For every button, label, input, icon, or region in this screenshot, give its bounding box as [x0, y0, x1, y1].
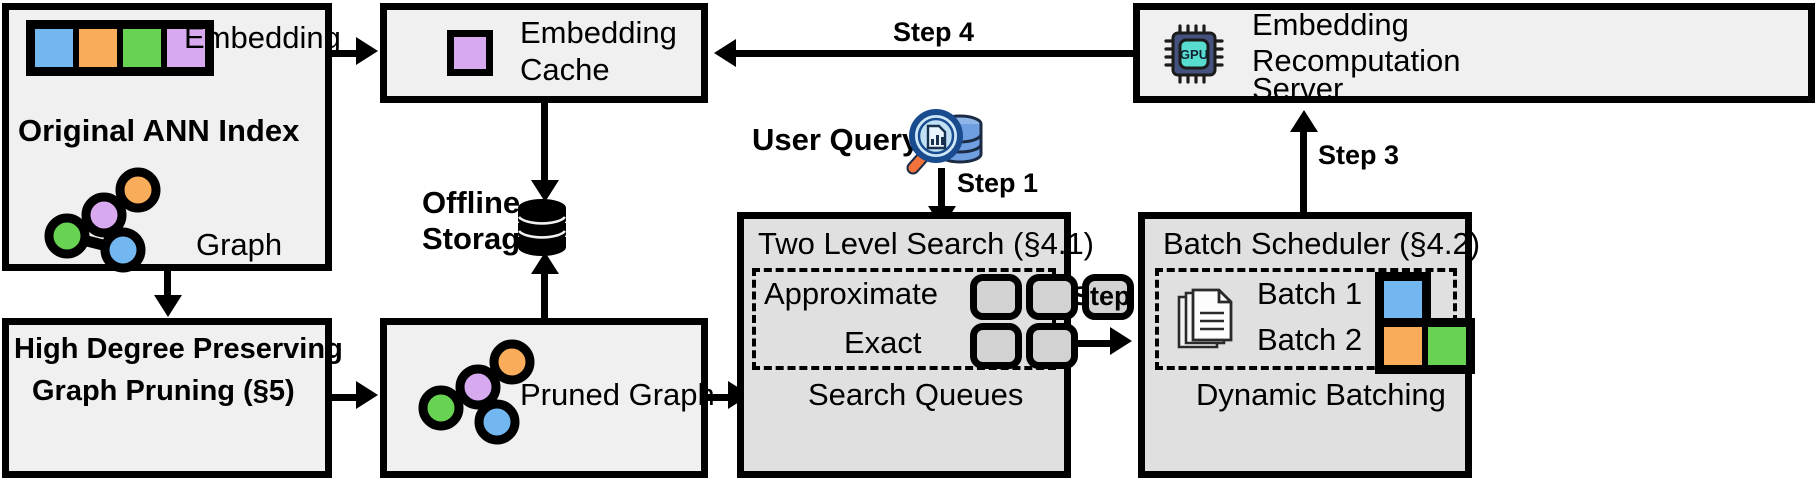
query-database-search-icon [898, 102, 984, 176]
queue-cell[interactable] [970, 323, 1022, 369]
svg-text:GPU: GPU [1180, 47, 1208, 62]
recomputation-server-title-line2: Recomputation [1252, 43, 1461, 78]
embedding-chip-blue [32, 26, 76, 70]
arrow-pruning-to-prunedgraph-head [356, 381, 378, 409]
arrow-prunedgraph-to-storage-head [531, 252, 559, 274]
arrow-step1-line [938, 168, 945, 214]
batch-1-label: Batch 1 [1257, 276, 1363, 311]
batch-chip-blue [1381, 278, 1425, 322]
recomputation-server-box [1133, 3, 1815, 103]
batch-2-label: Batch 2 [1257, 322, 1363, 357]
step1-label: Step 1 [957, 168, 1039, 198]
arrow-step4-line [736, 50, 1133, 57]
original-ann-index-title: Original ANN Index [18, 113, 300, 148]
offline-storage-label-line1: Offline [422, 185, 521, 220]
arrow-index-to-pruning-head [154, 295, 182, 317]
batch-2-chips [1375, 318, 1475, 374]
arrow-step3-line [1300, 130, 1307, 212]
approximate-queue-row [970, 274, 1134, 320]
approximate-row-label: Approximate [764, 276, 939, 311]
recomputation-server-title-line3: Server [1252, 71, 1344, 106]
exact-row-label: Exact [844, 325, 922, 360]
arrow-index-to-cache-head [356, 37, 378, 65]
arrow-cache-to-storage-line [541, 103, 548, 188]
arrow-step2-head [1110, 327, 1132, 355]
embedding-chip-green [120, 26, 164, 70]
embedding-cache-title-line2: Cache [520, 52, 610, 87]
batch-chip-orange [1381, 324, 1425, 368]
pruned-graph-label: Pruned Graph [520, 377, 715, 412]
queue-cell[interactable] [1026, 274, 1078, 320]
embedding-cache-chip [447, 30, 493, 76]
embedding-label: Embedding [184, 20, 341, 55]
arrow-cache-to-storage-head [531, 180, 559, 202]
arrow-pruning-to-prunedgraph-line [332, 394, 362, 401]
arrow-step4-head [714, 39, 736, 67]
step3-label: Step 3 [1318, 140, 1400, 170]
original-graph-icon [34, 167, 164, 273]
dynamic-batching-footer: Dynamic Batching [1196, 377, 1446, 412]
embedding-cache-title-line1: Embedding [520, 15, 677, 50]
graph-pruning-title-line1: High Degree Preserving [14, 333, 343, 365]
arrow-prunedgraph-to-search-line [708, 394, 734, 401]
queue-cell[interactable] [970, 274, 1022, 320]
step4-label: Step 4 [893, 17, 975, 47]
embedding-chip-orange [76, 26, 120, 70]
search-queues-footer: Search Queues [808, 377, 1024, 412]
embedding-chip-strip [26, 20, 214, 76]
graph-pruning-box [2, 318, 332, 478]
database-icon [516, 198, 568, 256]
gpu-chip-icon: GPU [1163, 23, 1225, 85]
recomputation-server-title-line1: Embedding [1252, 7, 1409, 42]
batch-chip-green [1425, 324, 1469, 368]
pruned-graph-icon [408, 339, 538, 445]
user-query-label: User Query [752, 122, 920, 157]
arrow-step2-line [1071, 340, 1115, 347]
graph-pruning-title-line2: Graph Pruning (§5) [32, 375, 295, 407]
documents-icon [1175, 287, 1235, 353]
graph-label: Graph [196, 227, 283, 262]
embedding-chip-purple [164, 26, 208, 70]
batch-scheduler-title: Batch Scheduler (§4.2) [1163, 226, 1481, 261]
arrow-step3-head [1290, 110, 1318, 132]
embedding-cache-box [380, 3, 708, 103]
queue-cell[interactable] [1082, 274, 1134, 320]
arrow-index-to-cache-line [332, 50, 362, 57]
arrow-index-to-pruning-line [164, 271, 171, 301]
arrow-prunedgraph-to-storage-line [541, 258, 548, 336]
two-level-search-title: Two Level Search (§4.1) [758, 226, 1095, 261]
exact-queue-row [970, 323, 1078, 369]
